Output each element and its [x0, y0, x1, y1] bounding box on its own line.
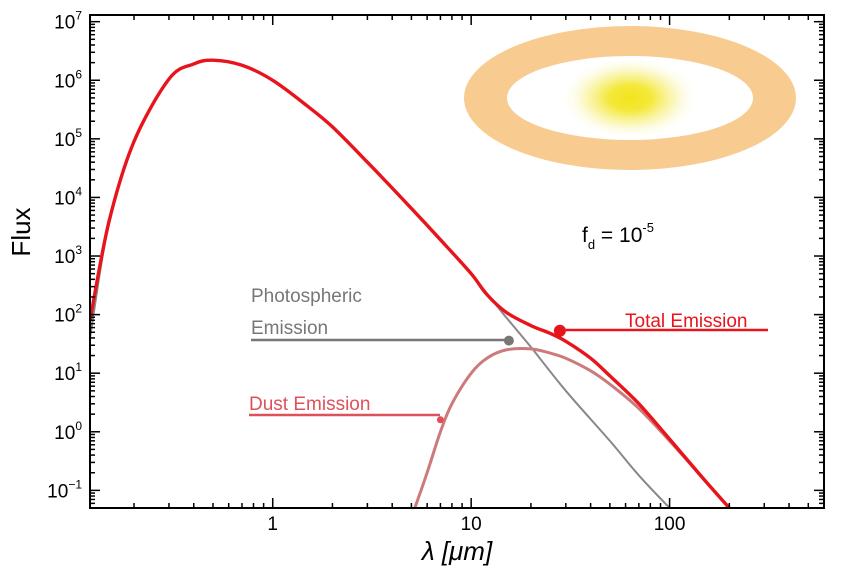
y-tick-label: 10−1	[47, 477, 82, 502]
y-axis-ticks: 107 106 105 104 103 102 101 100 10−1	[47, 9, 824, 509]
x-axis-ticks: 1 10 100	[133, 15, 825, 535]
x-axis-title: λ [μm]	[420, 536, 493, 566]
dust-curve	[413, 347, 731, 508]
photospheric-pointer-dot	[503, 335, 514, 346]
y-tick-label: 100	[54, 419, 82, 444]
total-pointer-dot	[553, 324, 566, 337]
x-tick-label: 10	[461, 514, 482, 535]
y-tick-label: 105	[54, 126, 82, 151]
fd-sub: d	[588, 237, 595, 252]
photospheric-label-line-1: Photospheric	[251, 286, 362, 307]
photospheric-label-line-2: Emission	[251, 318, 328, 339]
y-tick-label: 101	[54, 360, 82, 385]
y-tick-label: 102	[54, 302, 82, 327]
y-tick-label: 107	[54, 9, 82, 34]
disk-illustration	[464, 26, 796, 170]
y-tick-label: 106	[54, 67, 82, 92]
annotation-total: Total Emission	[553, 311, 768, 337]
x-tick-label: 100	[654, 514, 686, 535]
star-glow	[560, 56, 700, 140]
y-axis-title: Flux	[6, 207, 36, 256]
total-emission-label: Total Emission	[625, 311, 748, 332]
annotation-dust: Dust Emission	[249, 394, 444, 424]
fd-lhs: f	[582, 224, 588, 247]
dust-emission-label: Dust Emission	[249, 394, 370, 415]
x-tick-label: 1	[267, 514, 278, 535]
y-tick-label: 104	[54, 184, 82, 209]
fd-exp: -5	[642, 220, 654, 235]
fd-eq: = 10	[595, 224, 642, 247]
y-tick-label: 103	[54, 243, 82, 268]
dust-pointer-dot	[436, 416, 444, 424]
series-layer	[90, 58, 731, 508]
annotation-photospheric: Photospheric Emission	[251, 286, 514, 346]
total-curve	[90, 58, 731, 508]
dust-fraction-label: fd = 10-5	[582, 220, 654, 252]
